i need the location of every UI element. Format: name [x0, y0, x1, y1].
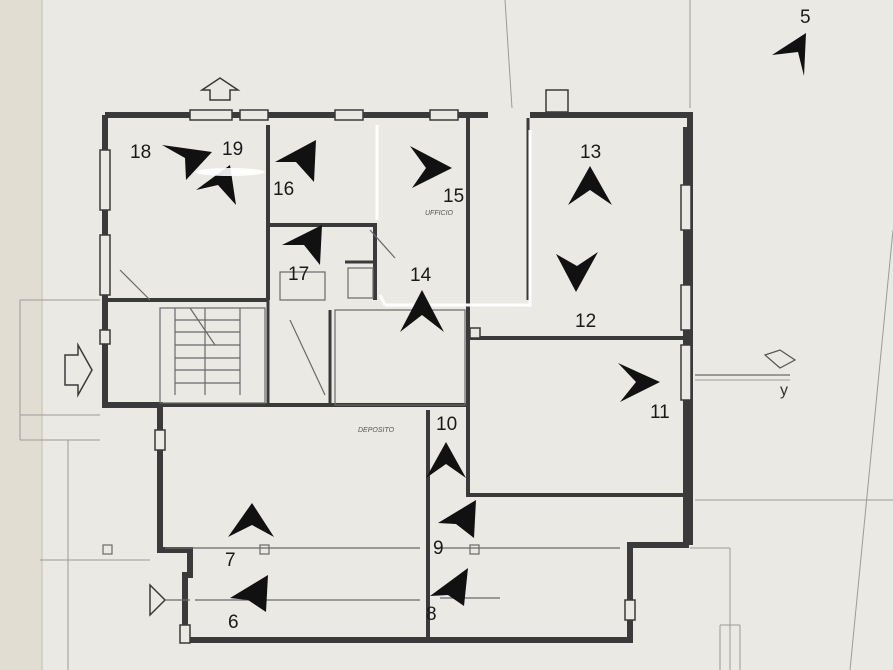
marker-18-label: 18: [130, 142, 151, 163]
marker-16-label: 16: [273, 179, 294, 200]
glare: [195, 168, 265, 176]
marker-6-label: 6: [228, 612, 239, 633]
marker-8-label: 8: [426, 604, 437, 625]
camera-15-icon: [410, 146, 452, 188]
marker-15-label: 15: [443, 186, 464, 207]
highlight-partition: [375, 125, 532, 307]
marker-10-label: 10: [436, 414, 457, 435]
label-ufficio: UFFICIO: [425, 210, 454, 217]
camera-6-icon: [230, 575, 268, 612]
staircase: [159, 307, 266, 404]
small-labels: UFFICIO DEPOSITO: [358, 210, 454, 434]
interior-details: [102, 229, 790, 601]
camera-17-icon: [282, 225, 322, 265]
paper-left-strip: [0, 0, 42, 670]
marker-19-label: 19: [222, 139, 243, 160]
camera-13-icon: [568, 166, 612, 205]
camera-7-icon: [228, 503, 274, 537]
entrance-arrows: [64, 77, 241, 617]
entrance-arrow-top-icon: [199, 77, 241, 101]
camera-10-icon: [426, 442, 466, 478]
camera-5-icon: [772, 33, 806, 76]
marker-17-label: 17: [288, 264, 309, 285]
marker-11-label: 11: [650, 402, 670, 423]
marker-9-label: 9: [433, 538, 444, 559]
camera-16-icon: [275, 140, 316, 182]
marker-7-label: 7: [225, 550, 236, 571]
axis-arrow-icon: [763, 349, 797, 369]
entrance-arrow-left-icon: [64, 342, 93, 398]
marker-5-label: 5: [800, 7, 811, 28]
camera-11-icon: [618, 363, 660, 402]
camera-12-icon: [556, 252, 598, 292]
label-deposito: DEPOSITO: [358, 427, 395, 434]
marker-14-label: 14: [410, 265, 432, 286]
entrance-arrow-bottom-icon: [149, 583, 167, 617]
windows: [99, 109, 692, 644]
axis-label: y: [780, 382, 788, 399]
marker-13-label: 13: [580, 142, 601, 163]
surroundings: [19, 0, 893, 670]
camera-18-icon: [162, 145, 212, 180]
marker-12-label: 12: [575, 311, 596, 332]
camera-14-icon: [400, 290, 444, 332]
axis-marker: y: [763, 349, 797, 399]
camera-9-icon: [438, 500, 476, 538]
camera-8-icon: [430, 568, 468, 606]
photo-markers: 5 6 7 8 9 10 11 12 13 14 15 16 17 18 19: [130, 7, 811, 633]
